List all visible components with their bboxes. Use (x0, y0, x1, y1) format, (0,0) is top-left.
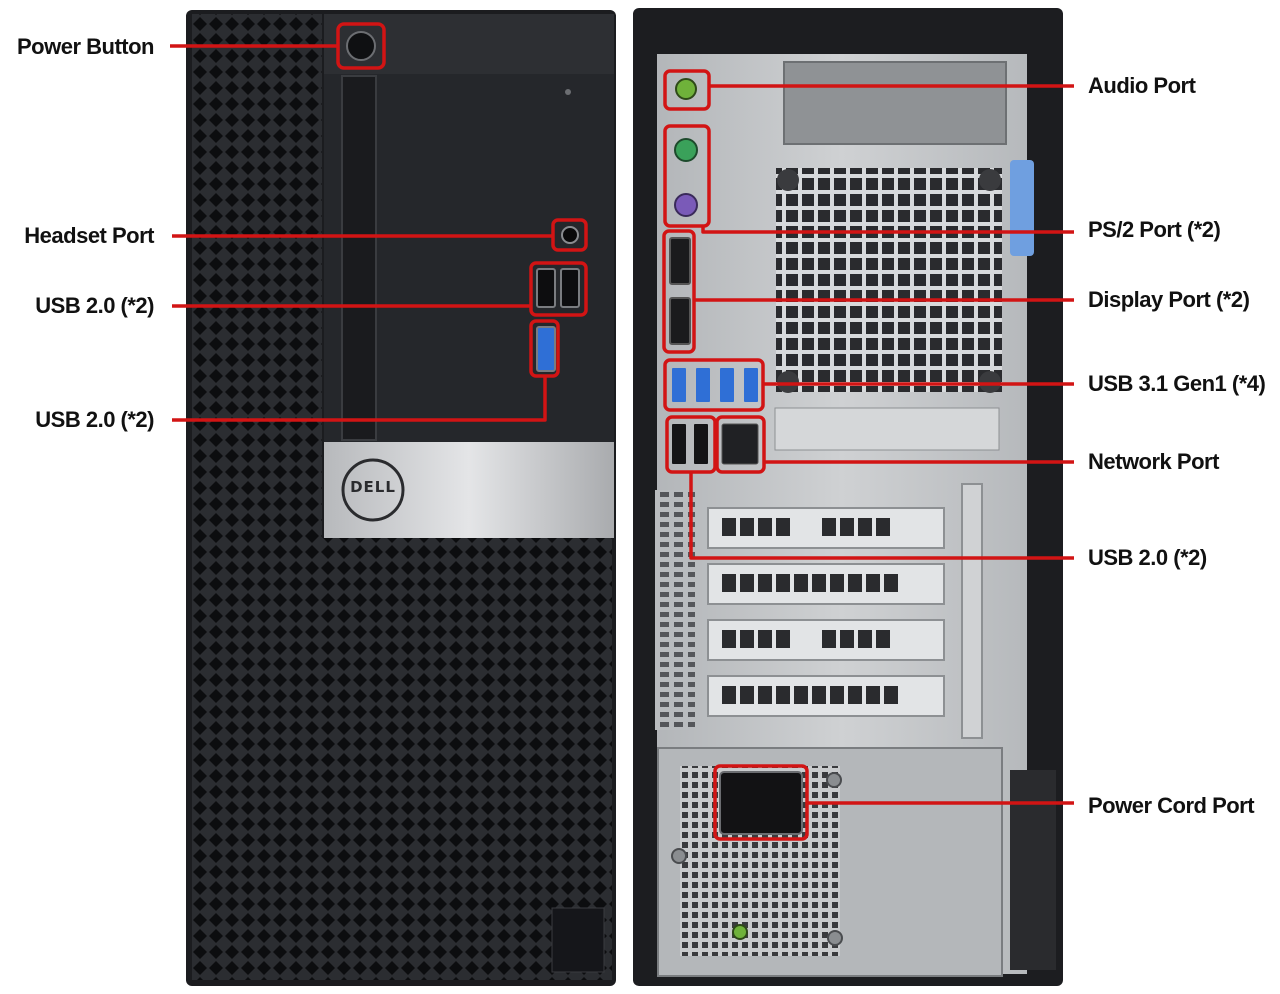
side-panel-latch (1010, 160, 1034, 256)
fan-vent-grid (776, 168, 1002, 392)
label-network-port: Network Port (1088, 449, 1219, 474)
rear-usb2-port-a (672, 424, 686, 464)
label-audio-port: Audio Port (1088, 73, 1196, 98)
dell-logo-text: DELL (350, 478, 396, 496)
fan-screw-bl (777, 371, 799, 393)
psu-test-led-icon (732, 924, 748, 940)
dell-logo (341, 458, 405, 522)
front-usb2-port-b (560, 268, 580, 308)
callout-line-ps2-port (701, 226, 1074, 234)
front-usb3-port (536, 326, 556, 372)
top-handle-recess (783, 61, 1007, 145)
audio-port-icon (675, 78, 697, 100)
optical-drive-bay (341, 75, 377, 441)
label-power-button: Power Button (17, 34, 155, 59)
label-rear-usb2: USB 2.0 (*2) (1088, 545, 1207, 570)
silver-logo-band (324, 442, 614, 538)
display-port-b (669, 297, 691, 345)
power-cord-socket-icon (719, 771, 803, 835)
serial-knockout (774, 407, 1000, 451)
rear-usb3-port-2 (696, 368, 710, 402)
network-port-icon (721, 423, 759, 465)
callout-box-ps2-port (663, 124, 711, 228)
front-tower (186, 10, 616, 986)
headset-jack-icon (561, 226, 579, 244)
left-vent-strip (655, 490, 695, 730)
callout-box-front-usb2 (529, 261, 588, 317)
label-power-cord-port: Power Cord Port (1088, 793, 1255, 818)
callout-box-audio-port (663, 69, 711, 111)
label-front-usb3: USB 2.0 (*2) (35, 407, 154, 432)
rear-usb3-port-3 (720, 368, 734, 402)
expansion-retention-bracket (961, 483, 983, 739)
psu-screw-2-icon (826, 772, 842, 788)
callout-lines (170, 22, 1074, 841)
slot-4-vents (722, 686, 898, 704)
fan-screw-tl (777, 169, 799, 191)
label-display-port: Display Port (*2) (1088, 287, 1250, 312)
callout-box-network-port (715, 415, 766, 474)
label-front-usb2: USB 2.0 (*2) (35, 293, 154, 318)
front-usb2-port-a (536, 268, 556, 308)
rear-tower (633, 8, 1063, 986)
rear-usb3-port-1 (672, 368, 686, 402)
slot-1-vents (722, 518, 890, 536)
power-button-icon (346, 31, 376, 61)
label-headset-port: Headset Port (24, 223, 154, 248)
rear-usb2-port-b (694, 424, 708, 464)
front-foot-badge (551, 907, 605, 973)
front-mesh-grille (192, 14, 322, 980)
rear-right-rail (1010, 770, 1056, 970)
psu-screw-1-icon (671, 848, 687, 864)
psu-screw-3-icon (827, 930, 843, 946)
fan-screw-tr (979, 169, 1001, 191)
slot-2-vents (722, 574, 898, 592)
ps2-keyboard-port-icon (674, 138, 698, 162)
label-ps2-port: PS/2 Port (*2) (1088, 217, 1221, 242)
callout-line-front-usb3 (172, 376, 547, 422)
callout-box-display-port (662, 229, 696, 354)
label-usb31-gen1: USB 3.1 Gen1 (*4) (1088, 371, 1266, 396)
rear-usb3-port-4 (744, 368, 758, 402)
ps2-mouse-port-icon (674, 193, 698, 217)
front-mesh-grille-lower (322, 538, 612, 980)
display-port-a (669, 237, 691, 285)
callout-line-rear-usb2 (689, 472, 1074, 560)
hdd-activity-led-icon (565, 89, 571, 95)
fan-screw-br (979, 371, 1001, 393)
slot-3-vents (722, 630, 890, 648)
